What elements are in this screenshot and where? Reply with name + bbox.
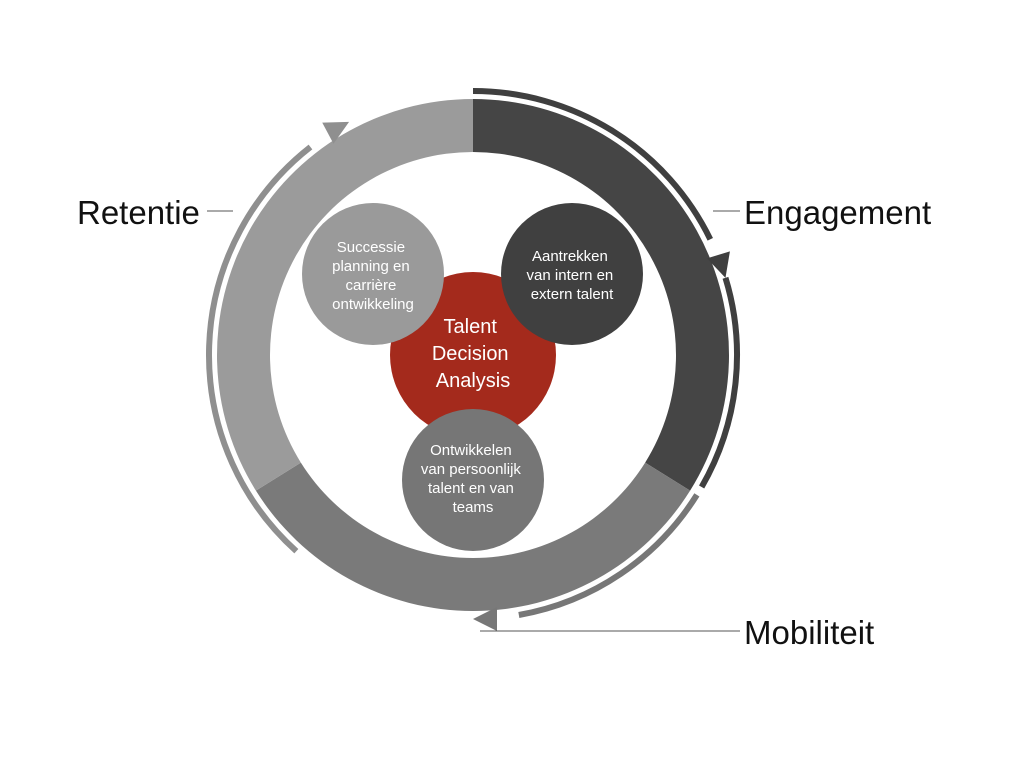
- arrowhead-medium: [473, 607, 497, 631]
- node-succession-circle: [302, 203, 444, 345]
- node-develop-line: talent en van: [428, 480, 514, 497]
- center-label: Talent Decision Analysis: [432, 316, 514, 392]
- cycle-arrow-light: [206, 144, 313, 554]
- arrowhead-dark: [706, 251, 730, 278]
- center-label-line: Analysis: [436, 370, 510, 392]
- node-attract-circle: [501, 203, 643, 345]
- center-label-line: Decision: [432, 343, 509, 365]
- label-retentie: Retentie: [77, 194, 200, 231]
- arrowhead-light: [322, 121, 350, 144]
- label-engagement: Engagement: [744, 194, 931, 231]
- node-attract-label: Aantrekken van intern en extern talent: [527, 248, 618, 303]
- node-succession-line: planning en: [332, 258, 410, 275]
- node-attract-line: extern talent: [531, 286, 614, 303]
- center-label-line: Talent: [444, 316, 498, 338]
- node-develop-circle: [402, 409, 544, 551]
- node-succession-line: ontwikkeling: [332, 296, 414, 313]
- node-succession-label: Successie planning en carrière ontwikkel…: [332, 239, 414, 313]
- node-develop-line: teams: [453, 499, 494, 516]
- ring-segment-light: [216, 99, 473, 491]
- ring-segment-dark: [473, 99, 729, 491]
- node-attract-line: Aantrekken: [532, 248, 608, 265]
- node-succession-line: carrière: [345, 277, 396, 294]
- cycle-arrow-dark: [472, 88, 740, 489]
- node-succession-line: Successie: [337, 239, 405, 256]
- node-attract-line: van intern en: [527, 267, 614, 284]
- ring-segment-medium: [255, 462, 691, 611]
- cycle-arrow-medium: [518, 493, 700, 618]
- node-develop-line: Ontwikkelen: [430, 442, 512, 459]
- node-develop-line: van persoonlijk: [421, 461, 522, 478]
- node-develop-label: Ontwikkelen van persoonlijk talent en va…: [421, 442, 525, 516]
- label-mobiliteit: Mobiliteit: [744, 614, 874, 651]
